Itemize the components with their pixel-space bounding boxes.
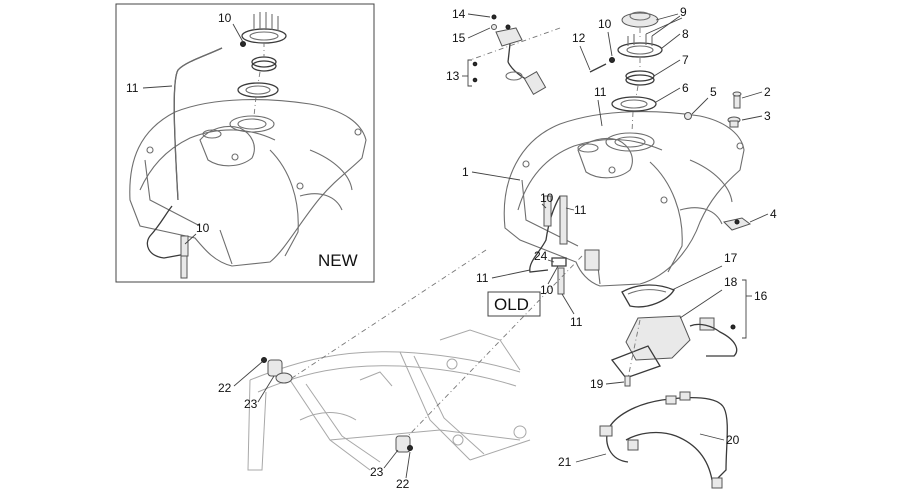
small-fasteners [589, 57, 752, 231]
callout-10: 10 [218, 11, 232, 25]
old-label: OLD [494, 295, 529, 314]
callout-6: 6 [682, 81, 689, 95]
old-version-label-box: OLD [487, 291, 541, 317]
callout-11: 11 [126, 81, 139, 95]
breather-hose-new [146, 47, 223, 279]
callout-11: 11 [594, 85, 607, 99]
filler-neck-parts-new [237, 12, 287, 117]
callout-13: 13 [446, 69, 460, 83]
new-version-inset: NEW [115, 3, 375, 283]
callout-10: 10 [196, 221, 210, 235]
callout-20: 20 [726, 433, 740, 447]
fuel-tank-new [129, 99, 367, 267]
callout-14: 14 [452, 7, 466, 21]
callout-16: 16 [754, 289, 768, 303]
callout-10: 10 [598, 17, 612, 31]
callout-23: 23 [370, 465, 384, 479]
alignment-lines [291, 27, 641, 437]
callout-17: 17 [724, 251, 738, 265]
callout-1: 1 [462, 165, 469, 179]
callout-10: 10 [540, 283, 554, 297]
new-inset-frame [115, 3, 375, 283]
callout-11: 11 [574, 203, 587, 217]
fuel-pump-assembly [610, 284, 738, 387]
callout-15: 15 [452, 31, 466, 45]
callout-5: 5 [710, 85, 717, 99]
callout-2: 2 [764, 85, 771, 99]
callout-18: 18 [724, 275, 738, 289]
breather-hose-old [529, 195, 568, 295]
callout-23: 23 [244, 397, 258, 411]
filler-neck-parts [611, 11, 663, 133]
callout-7: 7 [682, 53, 689, 67]
wiring-harness [599, 391, 728, 489]
callout-10: 10 [540, 191, 554, 205]
callout-12: 12 [572, 31, 586, 45]
motorcycle-frame [247, 329, 531, 471]
callout-24: 24 [534, 249, 548, 263]
callout-3: 3 [764, 109, 771, 123]
callout-22: 22 [396, 477, 410, 491]
callout-22: 22 [218, 381, 232, 395]
fuel-tank [503, 111, 745, 287]
callout-4: 4 [770, 207, 777, 221]
callout-21: 21 [558, 455, 572, 469]
fuel-level-sender [467, 14, 547, 95]
rubber-mounts [261, 357, 413, 453]
callout-8: 8 [682, 27, 689, 41]
callout-11: 11 [476, 271, 489, 285]
new-label: NEW [318, 251, 358, 270]
callout-11: 11 [570, 315, 583, 329]
callout-19: 19 [590, 377, 604, 391]
callout-9: 9 [680, 5, 687, 19]
